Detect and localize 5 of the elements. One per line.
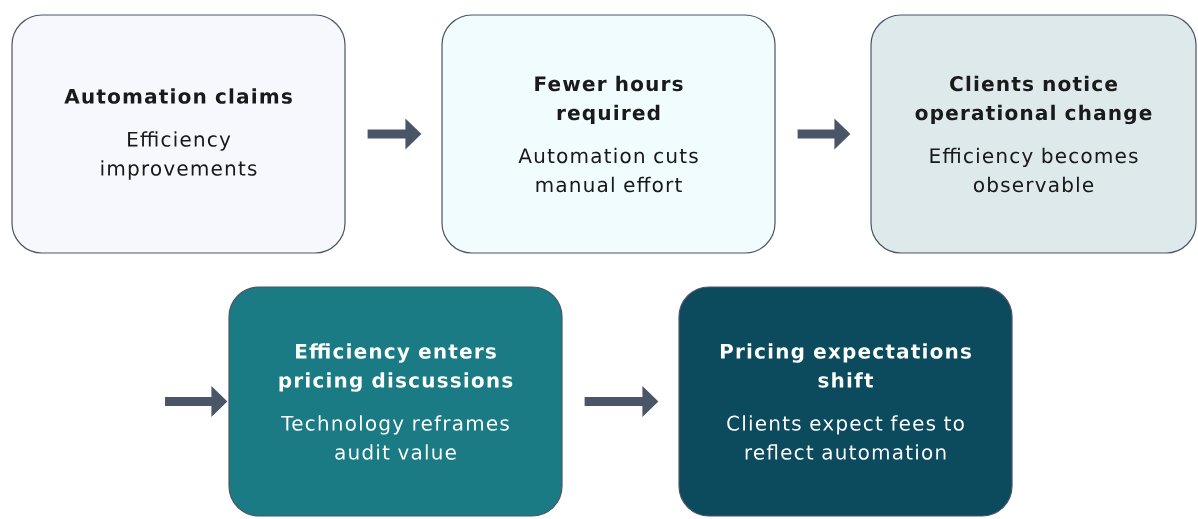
process-box: Clients notice operational change Efficiency becomes observable	[870, 14, 1197, 254]
process-box: Pricing expectations shift Clients expect fees to reflect automation	[678, 286, 1013, 517]
process-box: Efficiency enters pricing discussions Technology reframes audit value	[228, 286, 563, 517]
process-box: Fewer hours required Automation cuts manual effort	[441, 14, 776, 254]
process-box: Automation claims Efficiency improvements	[11, 14, 346, 254]
